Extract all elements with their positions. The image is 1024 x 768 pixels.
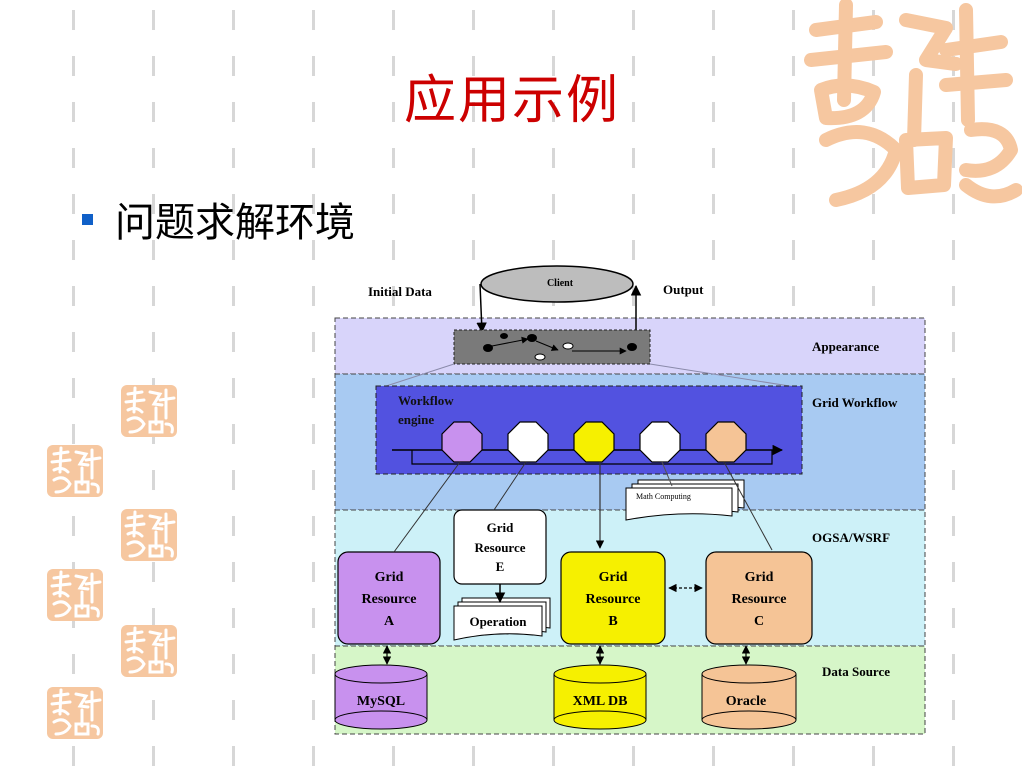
flow-arrow	[535, 340, 559, 351]
seal-logo-icon	[121, 509, 177, 561]
layer-label-datasource: Data Source	[822, 664, 890, 679]
seal-logo-icon	[47, 445, 103, 497]
workflow-node-1	[441, 421, 483, 463]
layer-label-ogsa: OGSA/WSRF	[812, 530, 890, 545]
math-computing-doc	[625, 487, 733, 521]
db-xml	[553, 664, 647, 730]
grid-resource-c-line-1: Grid	[745, 570, 774, 585]
workflow-node-3	[573, 421, 615, 463]
initial-data-arrow	[476, 283, 487, 334]
grid-resource-c-line-3: C	[754, 614, 764, 629]
architecture-diagram: Appearance Grid Workflow OGSA/WSRF Data …	[334, 265, 926, 735]
grid-resource-a-line-3: A	[384, 614, 395, 629]
seal-logo-icon	[47, 687, 103, 739]
db-oracle	[701, 664, 797, 730]
math-computing-label: Math Computing	[636, 492, 691, 501]
seal-logo-icon	[121, 385, 177, 437]
grid-resource-a-line-1: Grid	[375, 570, 404, 585]
client-node	[480, 265, 634, 303]
workflow-engine-label-2: engine	[398, 412, 434, 427]
layer-label-workflow: Grid Workflow	[812, 395, 898, 410]
flow-dot	[562, 342, 574, 350]
workflow-engine-label-1: Workflow	[398, 393, 454, 408]
grid-resource-b-line-1: Grid	[599, 570, 628, 585]
flow-dot	[527, 334, 537, 342]
math-link	[661, 461, 673, 487]
grid-resource-e-line-1: Grid	[487, 520, 514, 535]
grid-resource-e-line-3: E	[496, 559, 505, 574]
seal-logo-icon	[47, 569, 103, 621]
bullet-text: 问题求解环境	[115, 200, 355, 246]
grid-resource-b-line-2: Resource	[586, 592, 641, 607]
operation-doc	[453, 605, 543, 641]
workflow-loop-line	[411, 450, 773, 465]
grid-resource-c-line-2: Resource	[732, 592, 787, 607]
flow-dot	[534, 353, 546, 361]
workflow-node-2	[507, 421, 549, 463]
output-label: Output	[663, 282, 704, 297]
projection-line	[649, 363, 803, 389]
operation-label: Operation	[469, 614, 527, 629]
db-oracle-label: Oracle	[726, 694, 766, 709]
slide-title: 应用示例	[403, 71, 620, 131]
client-label: Client	[547, 278, 574, 289]
flow-dot	[500, 333, 508, 339]
grid-resource-a-line-2: Resource	[362, 592, 417, 607]
node5-to-c	[723, 461, 773, 551]
db-mysql-label: MySQL	[357, 694, 405, 709]
node1-to-a	[393, 461, 461, 553]
seal-logo-icon	[121, 625, 177, 677]
grid-resource-e-line-2: Resource	[474, 540, 525, 555]
workflow-node-4	[639, 421, 681, 463]
grid-resource-b-line-3: B	[608, 614, 617, 629]
db-xml-label: XML DB	[573, 694, 628, 709]
seal-logo-icon	[804, 0, 1022, 207]
grid-resource-b	[560, 551, 666, 645]
grid-resource-c	[705, 551, 813, 645]
flow-dot	[483, 344, 493, 352]
bullet-square-icon	[82, 213, 93, 225]
flow-dot	[627, 343, 637, 351]
grid-resource-a	[337, 551, 441, 645]
flow-arrow	[491, 336, 529, 347]
bullet-item: 问题求解环境	[82, 190, 355, 248]
layer-label-appearance: Appearance	[812, 339, 879, 354]
initial-data-label: Initial Data	[368, 284, 432, 299]
db-mysql	[334, 664, 428, 730]
workflow-node-5	[705, 421, 747, 463]
projection-line	[379, 363, 455, 389]
node2-to-e	[493, 461, 527, 511]
